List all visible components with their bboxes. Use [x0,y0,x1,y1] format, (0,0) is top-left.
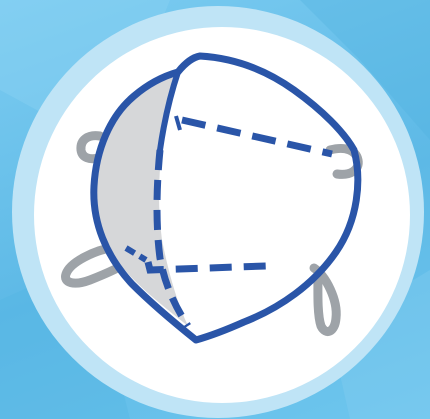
mask-illustration [0,0,430,419]
illustration-canvas [0,0,430,419]
